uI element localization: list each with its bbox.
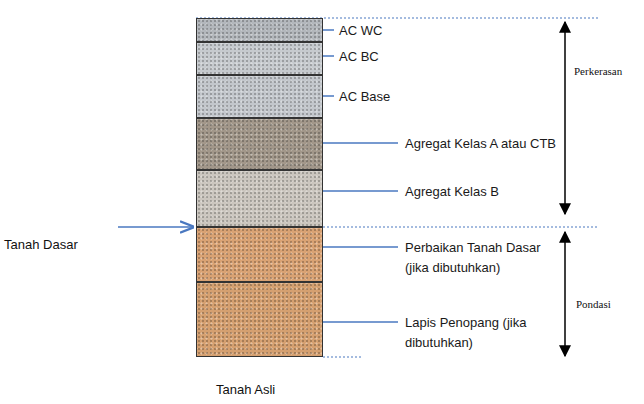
pavement-layer: AC WC — [196, 18, 323, 42]
subgrade-boundary — [323, 226, 598, 227]
layer-label: Agregat Kelas B — [405, 182, 499, 202]
leader-lines — [323, 30, 398, 322]
pavement-layer: Perbaikan Tanah Dasar (jika dibutuhkan) — [196, 227, 323, 282]
pavement-layer: AC BC — [196, 42, 323, 75]
layer-label: Agregat Kelas A atau CTB — [405, 134, 556, 154]
layer-label: AC WC — [339, 21, 382, 41]
pavement-layer: AC Base — [196, 75, 323, 118]
layer-label: AC BC — [339, 47, 379, 67]
pavement-layer: Agregat Kelas A atau CTB — [196, 118, 323, 170]
layer-label: Perbaikan Tanah Dasar (jika dibutuhkan) — [405, 238, 565, 278]
layer-label: Lapis Penopang (jika dibutuhkan) — [405, 313, 527, 353]
dimension-label: Pondasi — [576, 298, 611, 311]
native-soil-label: Tanah Asli — [216, 382, 275, 398]
subgrade-label: Tanah Dasar — [4, 237, 78, 253]
pavement-layer: Agregat Kelas B — [196, 170, 323, 227]
layer-label: AC Base — [339, 87, 390, 107]
pavement-layer: Lapis Penopang (jika dibutuhkan) — [196, 282, 323, 357]
pointer-arrow — [118, 226, 193, 228]
dimension-arrow — [564, 232, 566, 356]
dimension-arrow — [564, 22, 566, 214]
dimension-label: Perkerasan — [574, 65, 622, 78]
bottom-boundary — [323, 356, 362, 357]
